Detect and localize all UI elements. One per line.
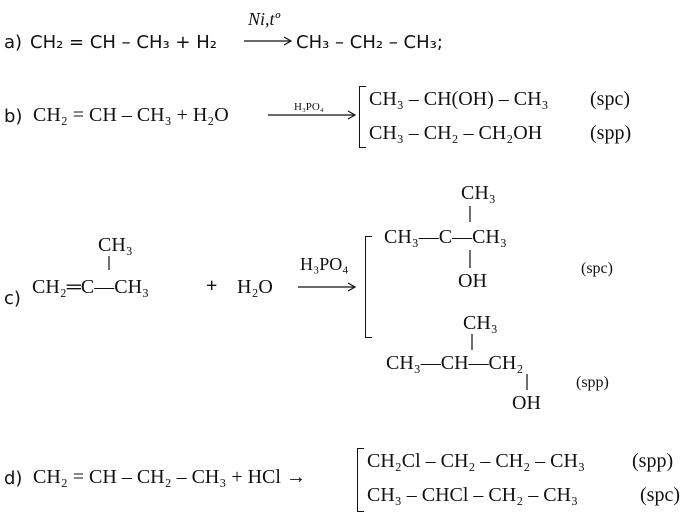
reaction-b-condition: H₃PO₄ [294,101,324,113]
reaction-c-arrow [298,282,357,292]
reaction-a-condition: Ni,tº [248,9,281,29]
reaction-a-label: a) [4,32,23,53]
reaction-b-tag-2: (spp) [590,122,632,144]
reaction-c-label: c) [4,288,21,309]
reaction-c-product2-tag: (spp) [576,374,609,391]
reaction-a-arrow [244,36,293,46]
reaction-b-bracket [359,86,366,148]
reaction-c-product1-top: CH₃ [461,182,496,204]
reaction-c-product1-tag: (spc) [581,260,613,277]
reaction-c-product1-vbond-top [469,206,471,222]
reaction-c-bracket [365,236,372,338]
reaction-d-tag-1: (spp) [632,450,674,472]
reaction-c-water: H₂O [237,276,273,298]
reaction-b-arrow [268,110,357,120]
reaction-d-label: d) [4,468,23,489]
reaction-c-plus: + [206,275,218,297]
reaction-c-product1-main: CH₃—C—CH₃ [384,226,507,248]
reaction-c-reactant-main: CH₂═C—CH₃ [32,276,150,298]
reaction-c-product1-vbond-bottom [469,250,471,268]
reaction-d-bracket [357,448,364,512]
reaction-c-condition: H₃PO₄ [300,254,349,274]
reaction-c-product2-top: CH₃ [463,312,498,334]
reaction-b-label: b) [4,106,23,127]
reaction-b-product-1: CH₃ – CH(OH) – CH₃ [369,88,549,110]
reaction-b-reactants: CH₂ = CH – CH₃ + H₂O [33,104,229,126]
reaction-d-reactants: CH₂ = CH – CH₂ – CH₃ + HCl → [33,466,306,488]
reaction-d-tag-2: (spc) [640,484,680,506]
reaction-a-product: CH₃ – CH₂ – CH₃; [296,32,443,53]
reaction-a-reactants: CH₂ = CH – CH₃ + H₂ [30,32,217,53]
reaction-c-product2-vbond-bottom [526,374,528,390]
reaction-d-product-2: CH₃ – CHCl – CH₂ – CH₃ [367,484,578,506]
reaction-c-reactant-vbond [108,256,110,270]
reaction-c-product2-vbond-top [471,334,473,350]
reaction-c-product2-oh: OH [512,392,541,414]
reaction-d-product-1: CH₂Cl – CH₂ – CH₂ – CH₃ [367,450,585,472]
reaction-c-reactant-branch: CH₃ [98,234,133,256]
reaction-c-product1-oh: OH [458,270,487,292]
reaction-b-product-2: CH₃ – CH₂ – CH₂OH [369,122,543,144]
reaction-b-tag-1: (spc) [590,88,630,110]
reaction-c-product2-main: CH₃—CH—CH₂ [386,352,524,374]
